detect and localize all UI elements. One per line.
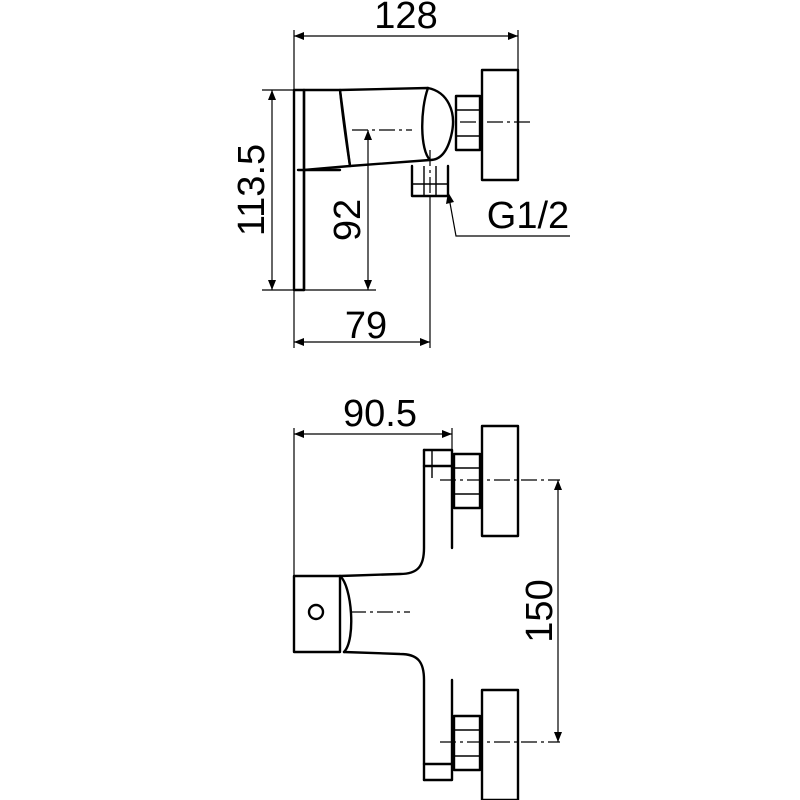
side-view: 128 113.5 92 79 G1/2 [231, 0, 570, 348]
side-flange [480, 68, 520, 182]
front-view: 90.5 150 [292, 393, 562, 800]
front-upper-nut-faces [454, 467, 480, 495]
dim-113-5-label: 113.5 [231, 144, 273, 236]
dim-150-label: 150 [519, 579, 561, 642]
thread-leader [447, 191, 570, 237]
thread-leader-arrow [446, 192, 454, 204]
front-lower-nut [452, 714, 482, 772]
side-cartridge-cap [426, 86, 455, 162]
side-body-top [302, 88, 352, 172]
front-body-top [338, 448, 426, 578]
dim-79-label: 79 [345, 305, 387, 347]
side-wall-plate [292, 88, 306, 292]
dim-90-5-label: 90.5 [343, 393, 417, 435]
front-lower-nut-faces [454, 729, 480, 757]
side-nut [454, 94, 482, 152]
dim-128-lines [293, 30, 519, 90]
dim-90-5-lines [293, 428, 453, 576]
side-lever [338, 86, 432, 168]
front-upper-nut [452, 452, 482, 510]
front-upper-arm [422, 448, 454, 550]
side-outlet [410, 164, 450, 198]
dim-79-lines [293, 200, 431, 348]
front-lever-curve [338, 574, 353, 654]
thread-label: G1/2 [487, 195, 569, 237]
front-cap-screw [307, 603, 325, 621]
front-lower-arm [422, 678, 454, 782]
front-lower-flange [480, 688, 520, 800]
side-nut-faces [456, 109, 480, 137]
dim-113-5-lines [262, 89, 294, 291]
dim-128-label: 128 [374, 0, 437, 37]
dim-92-lines [304, 130, 376, 291]
front-body-bottom [342, 650, 426, 782]
side-outlet-inner [423, 166, 437, 196]
front-end-cap [292, 574, 342, 654]
dim-92-label: 92 [327, 199, 369, 241]
front-upper-flange [480, 424, 520, 538]
